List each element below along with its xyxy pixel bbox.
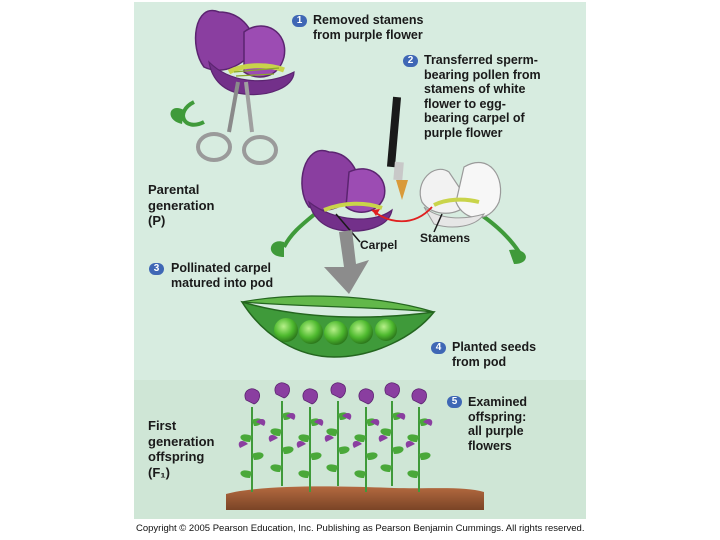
label-line: generation bbox=[148, 433, 215, 449]
pea-pod bbox=[240, 295, 436, 358]
purple-flower-top bbox=[170, 9, 295, 127]
offspring-plant bbox=[324, 382, 352, 486]
step-text-line: flower to egg- bbox=[424, 96, 506, 111]
step-text-line: Planted seeds bbox=[452, 340, 537, 354]
label-line: offspring bbox=[148, 449, 205, 464]
step-text-line: matured into pod bbox=[171, 275, 274, 290]
illustration bbox=[170, 9, 526, 510]
carpel-label: Carpel bbox=[360, 238, 398, 252]
step-text-line: from purple flower bbox=[313, 27, 423, 42]
offspring-plant bbox=[378, 382, 406, 486]
soil bbox=[226, 486, 484, 510]
offspring-plant bbox=[296, 388, 324, 492]
label-line: (F₁) bbox=[148, 464, 170, 480]
step-text-line: purple flower bbox=[424, 125, 503, 140]
label-line: Parental bbox=[148, 182, 200, 197]
stamens-label: Stamens bbox=[420, 231, 471, 245]
parental-generation-label: Parental generation (P) bbox=[148, 182, 214, 229]
step-text-line: offspring: bbox=[468, 409, 527, 424]
white-flower bbox=[419, 161, 526, 264]
down-arrow bbox=[324, 230, 369, 294]
step-3-text: Pollinated carpel matured into pod bbox=[171, 261, 273, 290]
offspring-plant bbox=[268, 382, 296, 486]
offspring-plant bbox=[405, 388, 433, 492]
carpel-pointer bbox=[335, 213, 361, 243]
step-2-badge: 2 bbox=[403, 55, 418, 67]
label-line: generation bbox=[148, 197, 215, 213]
step-5-text: Examined offspring: all purple flowers bbox=[468, 395, 527, 453]
step-text-line: bearing pollen from bbox=[424, 67, 541, 82]
step-4-badge: 4 bbox=[431, 342, 446, 354]
offspring-generation-label: First generation offspring (F₁) bbox=[148, 418, 214, 480]
purple-flower-middle bbox=[270, 149, 393, 257]
step-3-badge: 3 bbox=[149, 263, 164, 275]
step-text-line: from pod bbox=[452, 354, 507, 369]
label-line: First bbox=[148, 418, 177, 433]
step-text-line: Examined bbox=[468, 395, 528, 409]
step-4-text: Planted seeds from pod bbox=[452, 340, 536, 369]
label-line: (P) bbox=[148, 213, 166, 228]
offspring-plants bbox=[238, 382, 433, 492]
offspring-plant bbox=[352, 388, 380, 492]
step-1-text: Removed stamens from purple flower bbox=[313, 13, 423, 42]
step-text-line: stamens of white bbox=[424, 82, 526, 96]
paintbrush-icon bbox=[386, 96, 408, 200]
step-2-text: Transferred sperm- bearing pollen from s… bbox=[424, 53, 541, 140]
step-5-badge: 5 bbox=[447, 396, 462, 408]
step-text-line: bearing carpel of bbox=[424, 111, 525, 125]
step-text-line: flowers bbox=[468, 438, 512, 453]
step-text-line: Transferred sperm- bbox=[424, 53, 538, 67]
step-1-badge: 1 bbox=[292, 15, 307, 27]
diagram-panel: 1 Removed stamens from purple flower 2 T… bbox=[134, 2, 586, 519]
offspring-plant bbox=[238, 388, 266, 492]
stamens-pointer bbox=[433, 213, 443, 233]
step-text-line: all purple bbox=[468, 424, 524, 438]
copyright-notice: Copyright © 2005 Pearson Education, Inc.… bbox=[136, 523, 585, 534]
step-text-line: Pollinated carpel bbox=[171, 261, 272, 275]
step-text-line: Removed stamens bbox=[313, 13, 424, 27]
scissors-icon bbox=[196, 81, 278, 165]
arrow-icon bbox=[371, 206, 433, 222]
